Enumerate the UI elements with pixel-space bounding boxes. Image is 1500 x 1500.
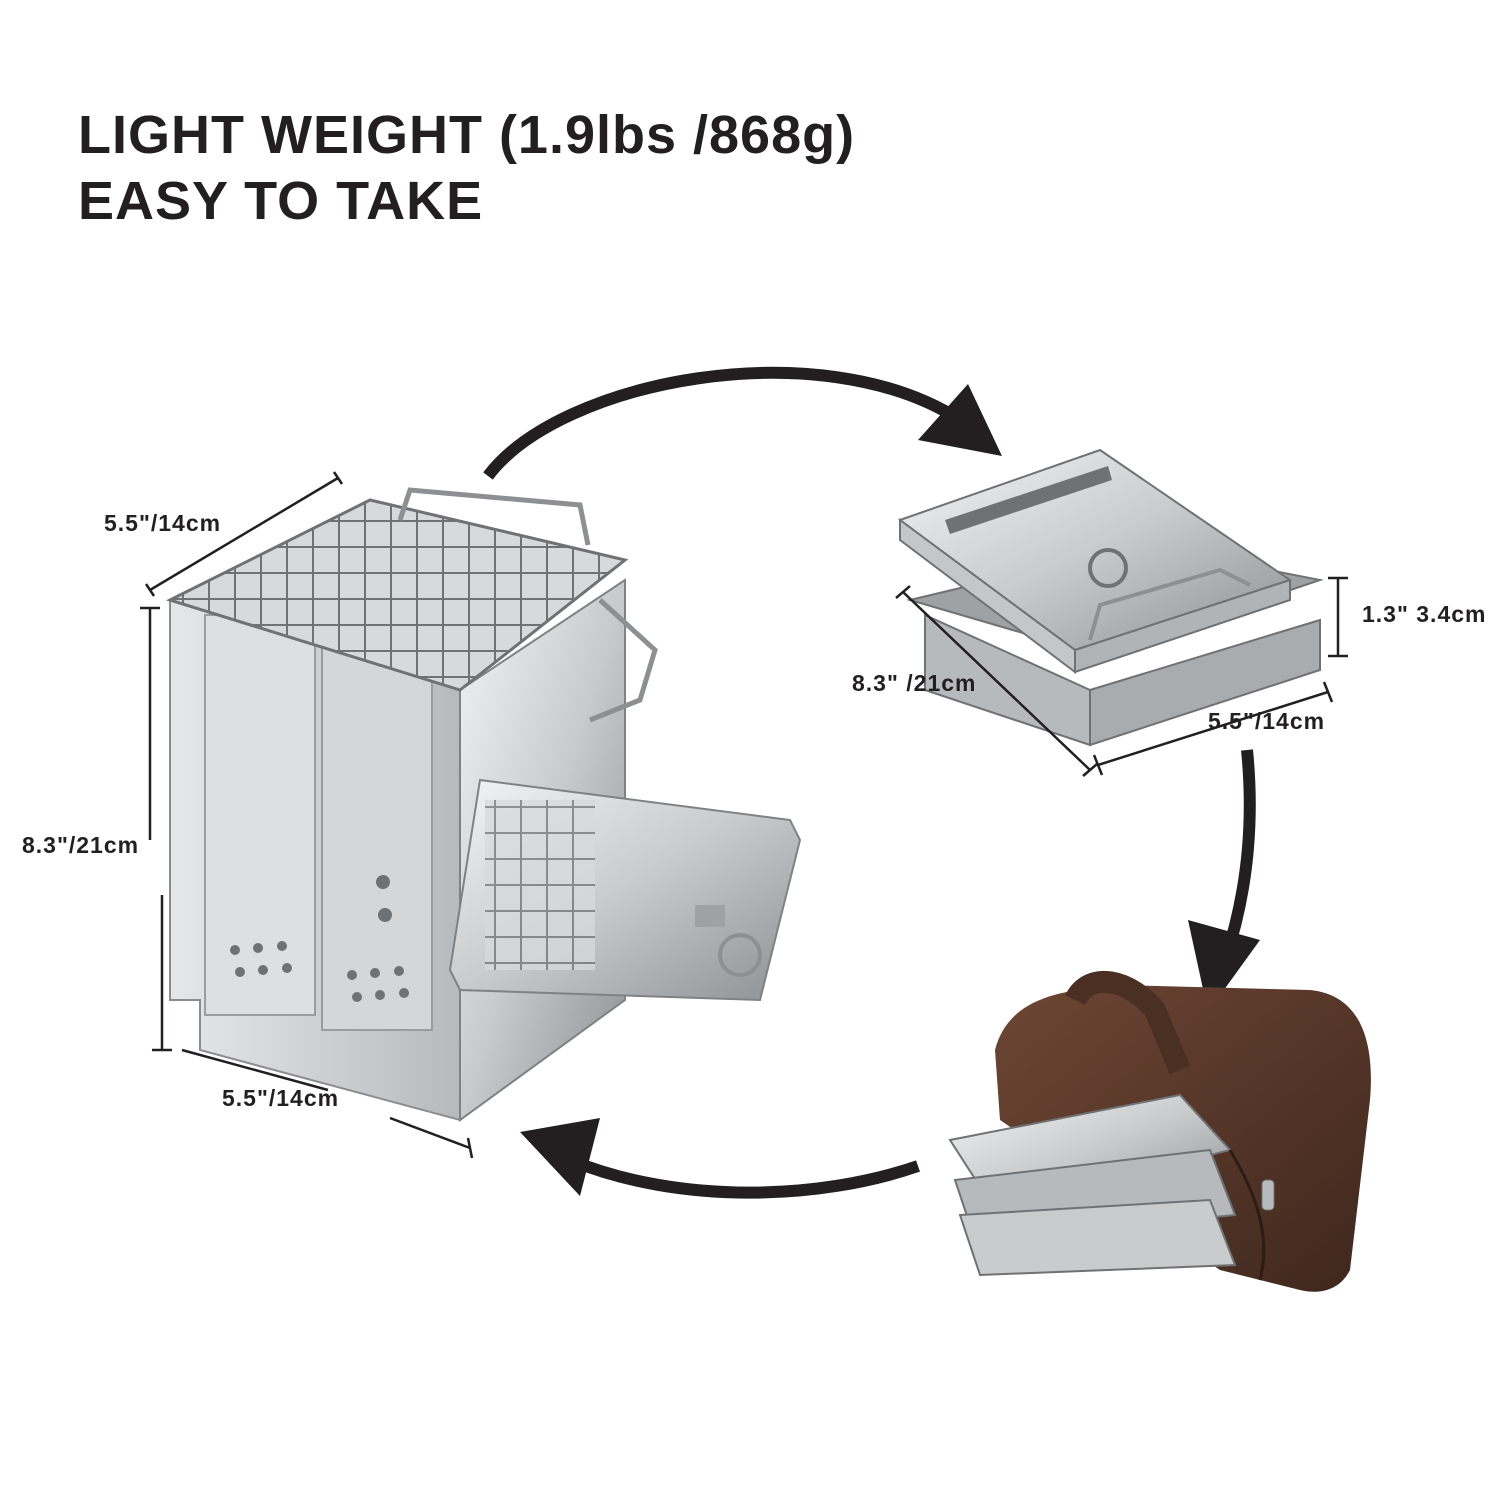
headline-line-1: LIGHT WEIGHT (1.9lbs /868g) [78,105,856,165]
folded-dimension-lines [895,576,1348,777]
assembled-depth-label: 5.5"/14cm [104,510,222,536]
assembled-width-label: 5.5"/14cm [222,1085,340,1111]
assembled-height-label: 8.3"/21cm [22,832,140,858]
folded-width-label: 5.5"/14cm [1208,708,1326,734]
assembled-dimension-lines [140,471,474,1159]
arrow-right-down [1188,749,1260,1012]
arrow-top [483,366,1002,480]
folded-thickness-label: 1.3" 3.4cm [1362,601,1487,627]
assembled-stove-image [165,487,802,1122]
arrow-bottom-left [520,1118,920,1199]
carry-bag-image [948,971,1371,1292]
headline-line-2: EASY TO TAKE [78,171,484,231]
folded-stove-image [897,448,1324,747]
folded-length-label: 8.3" /21cm [852,670,977,696]
